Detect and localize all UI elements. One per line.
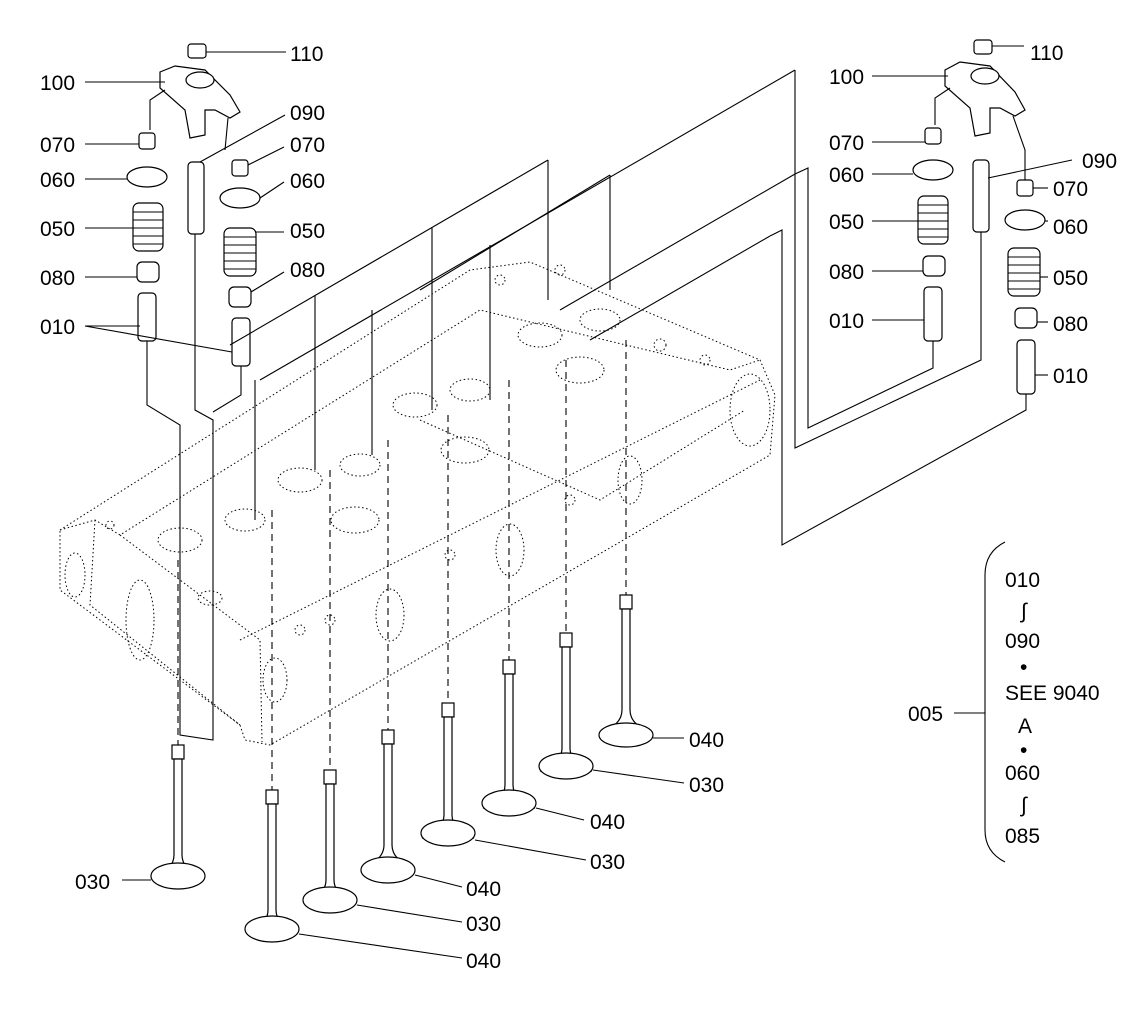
valve-5	[360, 729, 416, 884]
callout-100-right: 100	[829, 66, 864, 89]
callout-010-right-a: 010	[829, 310, 864, 333]
valve-2	[538, 632, 594, 780]
callout-060-left-a: 060	[40, 169, 75, 192]
callout-030-valve-2: 030	[689, 774, 724, 797]
callout-060-right-a: 060	[829, 164, 864, 187]
callout-070-right-b: 070	[1053, 178, 1088, 201]
right-valve-train	[769, 39, 1073, 546]
callout-070-right-a: 070	[829, 132, 864, 155]
callout-030-valve-8: 030	[75, 871, 110, 894]
set-line-1: 010	[1005, 569, 1040, 592]
callout-080-left-b: 080	[290, 259, 325, 282]
valve-6	[302, 769, 358, 914]
callout-080-right-b: 080	[1053, 313, 1088, 336]
valves	[122, 340, 685, 959]
callout-030-valve-6: 030	[466, 913, 501, 936]
set-bracket: 005 010 ∫ 090 • SEE 9040 A • 060 ∫ 085	[908, 541, 1100, 863]
set-line-8: 060	[1005, 762, 1040, 785]
callout-110-left: 110	[290, 43, 323, 66]
valve-4	[420, 702, 476, 847]
callout-040-valve-5: 040	[466, 878, 501, 901]
valve-1	[598, 594, 654, 748]
callout-050-left-b: 050	[290, 220, 325, 243]
callout-040-valve-3: 040	[590, 811, 625, 834]
callout-050-right-a: 050	[829, 211, 864, 234]
set-line-3: 090	[1005, 630, 1040, 653]
assembly-lines	[229, 69, 796, 520]
set-line-6: A	[1018, 715, 1032, 738]
set-line-4: •	[1020, 656, 1027, 679]
set-line-9: ∫	[1020, 794, 1028, 817]
callout-040-valve-7: 040	[466, 950, 501, 973]
callout-050-left-a: 050	[40, 218, 75, 241]
set-line-7: •	[1020, 739, 1027, 762]
valve-3	[481, 659, 537, 817]
callout-010-left: 010	[40, 316, 75, 339]
set-line-2: ∫	[1020, 600, 1028, 623]
cylinder-head	[59, 261, 776, 746]
set-line-5: SEE 9040	[1005, 682, 1100, 705]
set-line-10: 085	[1005, 825, 1040, 848]
callout-070-left-b: 070	[290, 134, 325, 157]
callout-080-right-a: 080	[829, 261, 864, 284]
callout-050-right-b: 050	[1053, 267, 1088, 290]
callout-090-right: 090	[1082, 150, 1117, 173]
callout-labels: 110 100 090 070 070 060 060 050 050 080 …	[40, 42, 1117, 973]
callout-080-left-a: 080	[40, 267, 75, 290]
set-ref-005: 005	[908, 703, 943, 726]
callout-040-valve-1: 040	[689, 729, 724, 752]
valve-7	[244, 789, 300, 943]
valve-8	[150, 744, 206, 890]
left-valve-train	[84, 43, 286, 741]
callout-030-valve-4: 030	[590, 851, 625, 874]
callout-060-right-b: 060	[1053, 216, 1088, 239]
callout-060-left-b: 060	[290, 170, 325, 193]
callout-070-left-a: 070	[40, 134, 75, 157]
callout-090-left: 090	[290, 102, 325, 125]
callout-100-left: 100	[40, 72, 75, 95]
callout-010-right-b: 010	[1053, 365, 1088, 388]
callout-110-right: 110	[1030, 42, 1063, 65]
